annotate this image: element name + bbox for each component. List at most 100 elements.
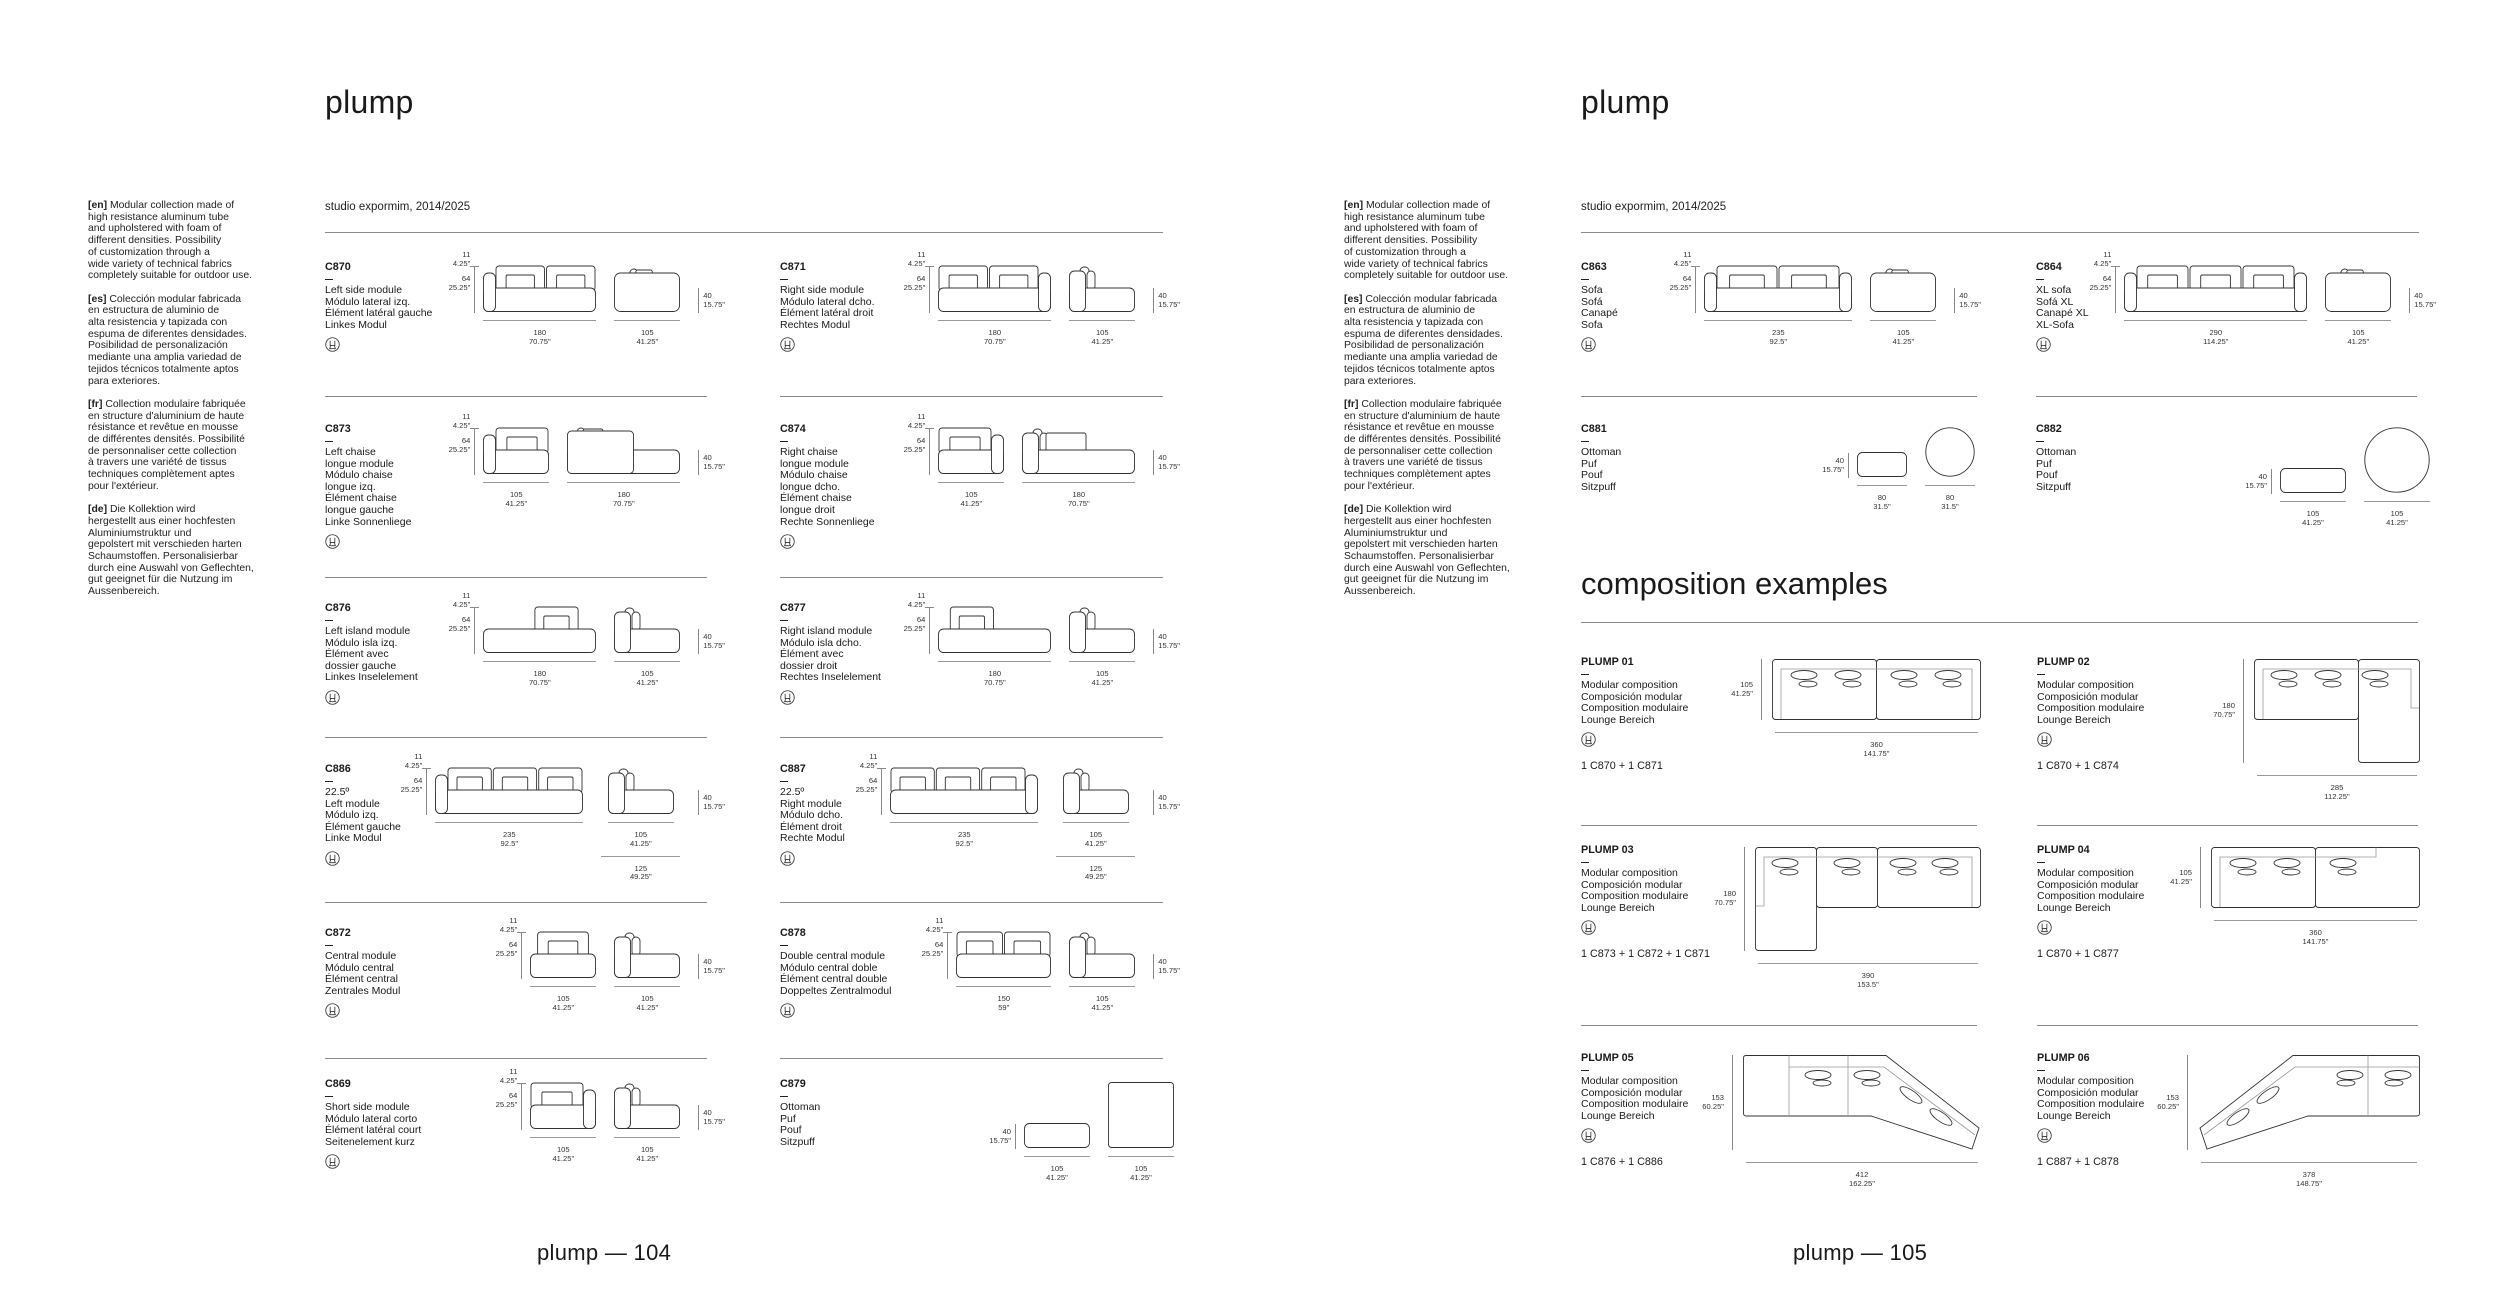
outdoor-use-icon [2036, 337, 2051, 353]
outdoor-use-icon [325, 851, 340, 866]
view-box [938, 427, 1005, 475]
width-dimension-line [614, 986, 681, 987]
width-in: 41.25" [636, 336, 659, 346]
total-height-label-cm: 64 [934, 940, 944, 949]
dash-divider [1581, 1069, 1589, 1072]
overall-width-in: 141.75" [1863, 748, 1890, 758]
product-name: Central module [325, 950, 397, 963]
product-name: Canapé XL [2036, 307, 2089, 320]
description-paragraph: [de] Die Kollektion wird hergestellt aus… [88, 504, 288, 598]
product-code: C871 [780, 261, 806, 273]
outdoor-use-icon [1581, 1128, 1596, 1144]
product-code: C878 [780, 927, 806, 939]
depth-in: 70.75" [2213, 710, 2235, 719]
width-dimension-line [530, 986, 597, 987]
product-name: Sitzpuff [1581, 480, 1616, 493]
extra-width-line [1056, 855, 1136, 857]
width-cm: 235 [502, 830, 516, 839]
product-name: 22.5º [325, 786, 350, 799]
view-box [567, 427, 681, 475]
width-dimension-line [1746, 1162, 1978, 1163]
top-height-label-cm: 11 [462, 250, 471, 259]
top-height-label-in: 4.25" [859, 760, 878, 770]
seat-height-cm: 40 [2258, 471, 2267, 481]
top-height-label-in: 4.25" [452, 258, 471, 268]
width-cm: 235 [1771, 328, 1785, 337]
dimension-tick [470, 607, 480, 608]
composition-formula: 1 C870 + 1 C877 [2037, 948, 2119, 961]
seat-height-in: 15.75" [703, 1116, 725, 1126]
product-name: dossier droit [780, 659, 838, 672]
product-name: Ottoman [1581, 446, 1622, 459]
product-name: Élément latéral droit [780, 307, 874, 320]
seat-height-in: 15.75" [703, 461, 725, 471]
row-divider [780, 577, 1163, 578]
top-height-label-cm: 11 [869, 752, 878, 761]
width-in: 114.25" [2203, 336, 2229, 346]
composition-name: PLUMP 01 [1581, 656, 1634, 668]
product-code: C864 [2036, 261, 2062, 273]
width-cm: 125 [634, 863, 648, 873]
product-name: Módulo chaise [780, 469, 848, 482]
width-dimension-line [2214, 920, 2417, 921]
product-name: Módulo isla izq. [325, 636, 398, 649]
width-cm: 105 [640, 1145, 654, 1154]
description-text: Die Kollektion wird hergestellt aus eine… [88, 504, 254, 598]
view-box [435, 767, 584, 815]
top-height-label-in: 4.25" [907, 599, 926, 609]
plan-view-drawing [1772, 659, 1981, 720]
dash-divider [1581, 673, 1589, 676]
view-box [1925, 427, 1975, 478]
product-name: Módulo isla dcho. [780, 636, 862, 649]
page-title: plump [325, 84, 414, 120]
top-height-label-cm: 11 [917, 250, 926, 259]
outdoor-use-icon [325, 337, 340, 353]
depth-in: 60.25" [2157, 1101, 2179, 1111]
view-box [2364, 427, 2430, 494]
seat-height-in: 15.75" [1158, 461, 1180, 471]
width-dimension-line [2124, 320, 2308, 321]
total-height-label-cm: 64 [868, 776, 878, 785]
composition-description: Lounge Bereich [1581, 713, 1655, 726]
top-height-label-in: 4.25" [499, 924, 518, 934]
product-code: C874 [780, 423, 806, 435]
width-in: 41.25" [2386, 517, 2408, 527]
side-view-drawing [1062, 768, 1129, 814]
side-view-drawing [1108, 1082, 1174, 1148]
page-title: plump [1581, 84, 1670, 120]
product-name: Élément avec [325, 648, 389, 661]
top-height-label-in: 4.25" [404, 760, 423, 770]
width-cm: 125 [1089, 863, 1103, 873]
description-paragraph: [de] Die Kollektion wird hergestellt aus… [1344, 504, 1544, 598]
width-in: 41.25" [552, 1153, 575, 1163]
